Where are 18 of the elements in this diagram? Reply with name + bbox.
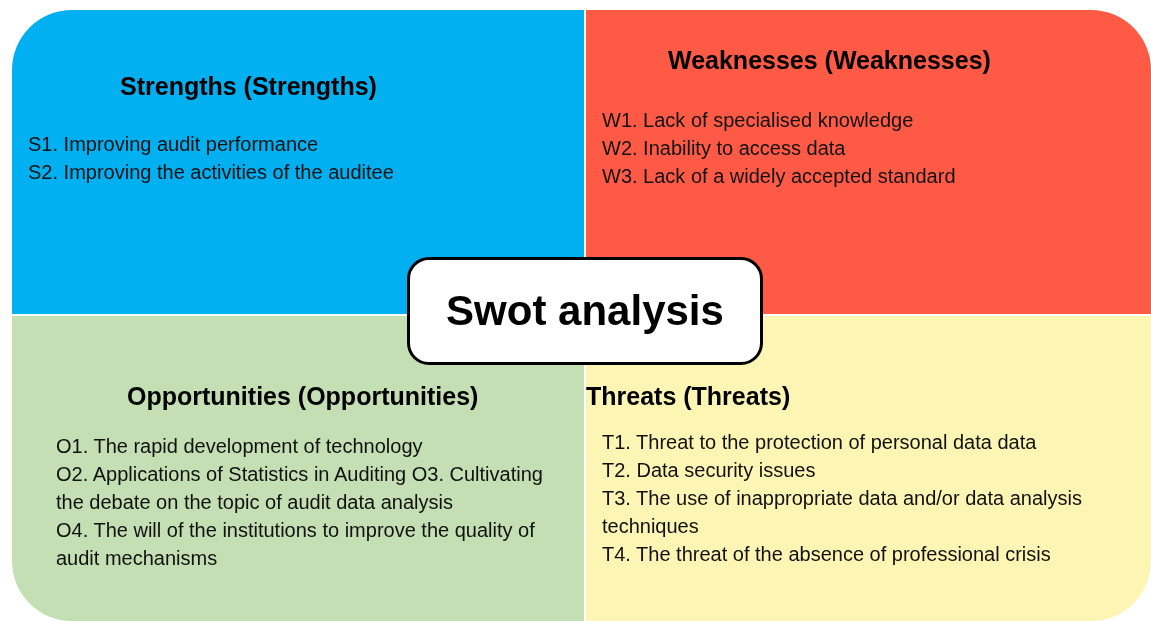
list-item: T2. Data security issues [602, 458, 817, 483]
quadrant-heading: Opportunities (Opportunities) [127, 382, 479, 411]
title-box [407, 257, 763, 365]
list-item: S1. Improving audit performance [28, 132, 320, 157]
list-item: W3. Lack of a widely accepted standard [602, 164, 957, 189]
quadrant-heading: Threats (Threats) [586, 382, 791, 411]
list-item: O1. The rapid development of technology [56, 434, 424, 459]
list-item: W2. Inability to access data [602, 136, 847, 161]
list-item: T1. Threat to the protection of personal data data [602, 430, 1038, 455]
list-item: T3. The use of inappropriate data and/or data analysis techniques [602, 486, 1083, 539]
quadrant-heading: Weaknesses (Weaknesses) [668, 46, 991, 75]
list-item: O4. The will of the institutions to improve the quality of audit mechanisms [56, 518, 536, 571]
list-item: O2. Applications of Statistics in Auditing O3. Cultivating the debate on the topic of audit data analysis [56, 462, 544, 515]
quadrant-heading: Strengths (Strengths) [120, 72, 377, 101]
list-item: S2. Improving the activities of the auditee [28, 160, 395, 185]
list-item: T4. The threat of the absence of professional crisis [602, 542, 1052, 567]
title-text: Swot analysis [446, 287, 724, 335]
list-item: W1. Lack of specialised knowledge [602, 108, 915, 133]
